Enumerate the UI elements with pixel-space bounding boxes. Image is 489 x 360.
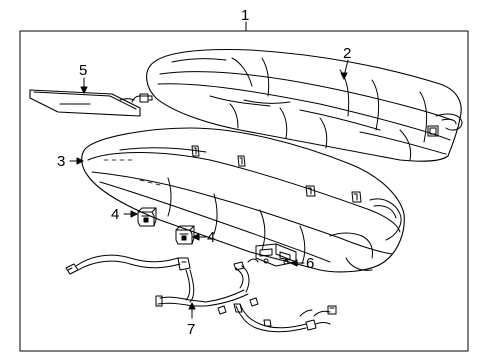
callout-5-label: 5 [79, 62, 87, 79]
wiring-harness [65, 254, 337, 333]
callout-7-label: 7 [187, 321, 195, 338]
assembly-frame [19, 30, 469, 352]
callout-3-label: 3 [57, 153, 65, 170]
seat-back-cushion [146, 48, 463, 162]
callout-6-label: 6 [306, 255, 314, 272]
callout-1-label: 1 [241, 7, 249, 24]
seat-heater-pad [29, 89, 153, 117]
callout-2-label: 2 [343, 45, 351, 62]
callout-2-arrow [340, 72, 348, 80]
heater-control-module [247, 243, 297, 267]
callout-4b-arrow [192, 233, 200, 241]
seat-cushion [81, 127, 405, 273]
callout-5-arrow [80, 86, 88, 94]
retainer-clip-1 [137, 207, 157, 227]
callout-3-arrow [76, 157, 84, 165]
callout-6-arrow [290, 259, 298, 267]
callout-7-arrow [188, 302, 196, 310]
callout-4a-label: 4 [111, 206, 119, 223]
callout-4a-arrow [130, 210, 138, 218]
callout-4b-label: 4 [207, 229, 215, 246]
retainer-clip-2 [175, 225, 195, 245]
